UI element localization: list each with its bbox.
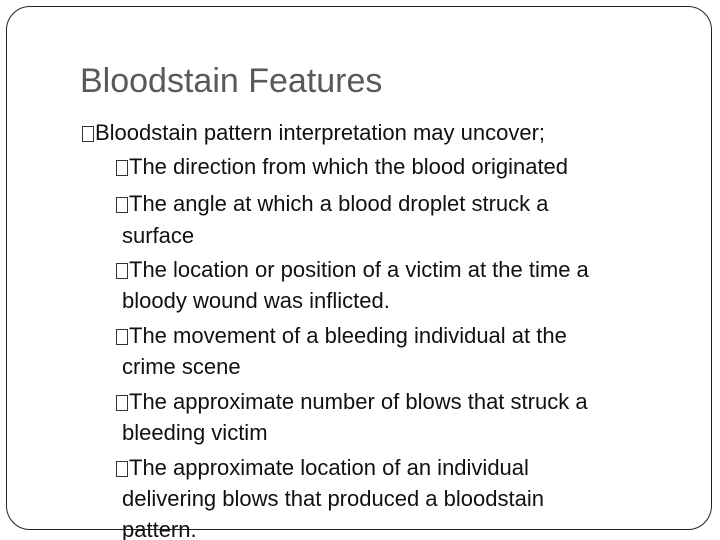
sub-bullet: The approximate number of blows that str… [116, 389, 588, 415]
sub-bullet-continuation: bloody wound was inflicted. [122, 288, 390, 313]
sub-bullet-continuation: crime scene [122, 354, 241, 379]
sub-bullet-text: The location or position of a victim at … [129, 257, 589, 282]
intro-bullet: Bloodstain pattern interpretation may un… [82, 120, 545, 146]
sub-bullet-text: The direction from which the blood origi… [129, 154, 569, 179]
bullet-box-icon [82, 126, 94, 142]
bullet-box-icon [116, 329, 128, 345]
bullet-box-icon [116, 461, 128, 477]
sub-bullet: The angle at which a blood droplet struc… [116, 191, 548, 217]
slide-title: Bloodstain Features [80, 62, 383, 100]
sub-bullet-text: The approximate number of blows that str… [129, 389, 588, 414]
intro-text: Bloodstain pattern interpretation may un… [95, 120, 546, 145]
bullet-box-icon [116, 263, 128, 279]
bullet-box-icon [116, 160, 128, 176]
bullet-box-icon [116, 395, 128, 411]
sub-bullet: The direction from which the blood origi… [116, 154, 568, 180]
sub-bullet-text: The movement of a bleeding individual at… [129, 323, 567, 348]
sub-bullet-continuation: delivering blows that produced a bloodst… [122, 486, 544, 511]
sub-bullet-continuation: pattern. [122, 517, 197, 540]
sub-bullet: The location or position of a victim at … [116, 257, 589, 283]
sub-bullet-text: The angle at which a blood droplet struc… [129, 191, 549, 216]
sub-bullet-text: The approximate location of an individua… [129, 455, 529, 480]
sub-bullet-continuation: bleeding victim [122, 420, 268, 445]
sub-bullet: The movement of a bleeding individual at… [116, 323, 567, 349]
slide-border [6, 6, 712, 530]
sub-bullet-continuation: surface [122, 223, 195, 248]
bullet-box-icon [116, 197, 128, 213]
sub-bullet: The approximate location of an individua… [116, 455, 529, 481]
